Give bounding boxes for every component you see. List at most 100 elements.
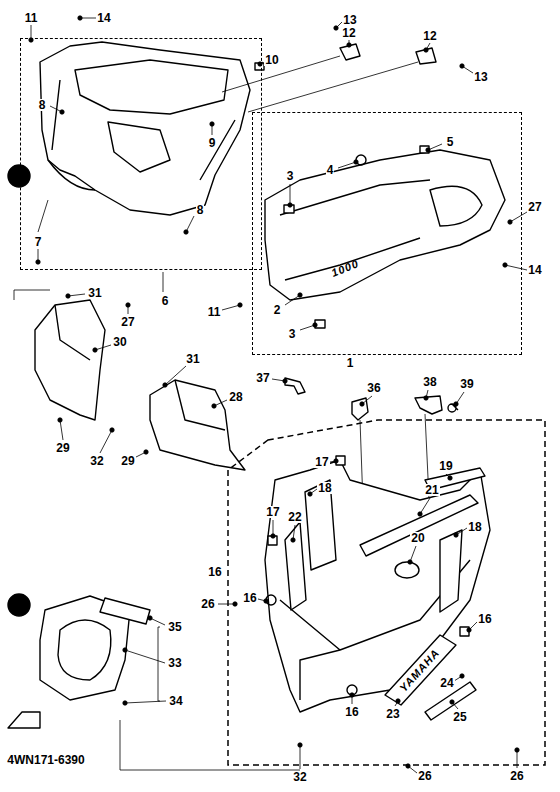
callout-number: 3 [286, 170, 295, 182]
callout-number: 28 [228, 391, 243, 403]
panel-edge [175, 380, 225, 430]
callout-number: 27 [120, 316, 135, 328]
leader-line [510, 212, 527, 222]
upper-fairing [40, 42, 250, 215]
callout-number: 3 [288, 328, 297, 340]
callout-number: 22 [287, 511, 302, 523]
fastener [454, 533, 458, 537]
fastener [418, 512, 422, 516]
callout-number: 36 [366, 382, 381, 394]
group-line [14, 200, 300, 770]
callout-number: 31 [185, 353, 200, 365]
callout-number: 11 [207, 306, 222, 318]
callout-number: 8 [38, 99, 47, 111]
callout-number: 16 [344, 706, 359, 718]
fastener [233, 602, 237, 606]
callout-number: 39 [459, 378, 474, 390]
leader-line [125, 701, 166, 703]
fastener [298, 293, 302, 297]
callout-number: 35 [167, 621, 182, 633]
side-panel [265, 150, 505, 300]
callout-number: 32 [292, 771, 307, 783]
group-region: 6 [20, 38, 262, 270]
callout-number: 24 [439, 677, 454, 689]
callout-number: 29 [120, 455, 135, 467]
callout-number: 29 [55, 442, 70, 454]
decal [385, 635, 456, 705]
fastener [508, 220, 512, 224]
callout-number: 30 [112, 336, 127, 348]
fastener [60, 110, 64, 114]
fastener [354, 160, 358, 164]
fastener [93, 348, 97, 352]
callout-number: 37 [255, 372, 270, 384]
callout-number: 4 [326, 164, 335, 176]
fastener [467, 628, 471, 632]
callout-number: 12 [341, 27, 356, 39]
callout-number: 19 [438, 460, 453, 472]
decal-text: YAMAHA [397, 646, 442, 695]
callout-number: 16 [477, 613, 492, 625]
callout-number: 32 [89, 455, 104, 467]
bracket [285, 378, 305, 394]
index-mark [8, 594, 30, 616]
fastener [515, 748, 519, 752]
fastener [58, 418, 62, 422]
callout-number: 31 [87, 287, 102, 299]
fastener [210, 122, 214, 126]
callout-number: 2 [273, 304, 282, 316]
headlight-opening [108, 122, 170, 172]
group-number: 6 [160, 295, 171, 307]
fastener [291, 538, 295, 542]
fastener [334, 26, 338, 30]
fastener [78, 16, 82, 20]
callout-number: 26 [509, 770, 524, 782]
fastener [110, 428, 114, 432]
leader-line [165, 366, 186, 385]
fastener [424, 48, 428, 52]
panel-edge [55, 305, 90, 360]
leader-line [338, 162, 356, 168]
fastener [396, 699, 400, 703]
strip [305, 480, 336, 570]
lower-cowling [265, 460, 490, 712]
fastener [66, 294, 70, 298]
strip [285, 522, 306, 610]
leader-line [222, 305, 240, 310]
fastener [460, 674, 464, 678]
mount-line [222, 56, 418, 112]
fastener [448, 476, 452, 480]
callout-number: 14 [96, 12, 111, 24]
air-scoop [430, 186, 482, 226]
fastener [36, 260, 40, 264]
fastener [212, 404, 216, 408]
callout-number: 17 [314, 456, 329, 468]
callout-number: 16 [242, 592, 257, 604]
group-number: 16 [206, 566, 223, 578]
callout-number: 8 [196, 204, 205, 216]
fastener [163, 383, 167, 387]
fastener [123, 701, 127, 705]
callout-number: 17 [265, 506, 280, 518]
fastener [184, 230, 188, 234]
callout-number: 21 [424, 484, 439, 496]
leader-line [285, 295, 300, 305]
fairing-edge [48, 80, 235, 190]
duct-opening [58, 620, 111, 680]
callout-number: 26 [200, 598, 215, 610]
inner-panel [35, 300, 105, 420]
leader-line [300, 745, 301, 769]
callout-number: 5 [446, 136, 455, 148]
callout-number: 25 [452, 711, 467, 723]
fastener [283, 379, 287, 383]
windscreen-opening [75, 60, 228, 114]
group-number: 1 [345, 357, 356, 369]
callout-number: 13 [342, 14, 357, 26]
panel-edge [280, 180, 430, 280]
leader-line [186, 216, 194, 232]
fastener [148, 616, 152, 620]
callout-number: 7 [34, 236, 43, 248]
leader-line [60, 420, 63, 440]
callout-number: 38 [422, 376, 437, 388]
leader-line [420, 498, 430, 514]
